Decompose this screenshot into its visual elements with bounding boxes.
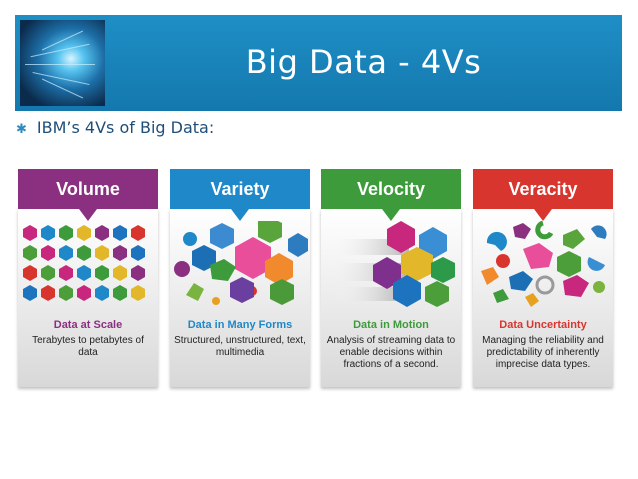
card-variety: Variety Data in Many Forms Structured, u… <box>170 169 310 387</box>
card-veracity: Veracity Data Uncertainty Managing the r… <box>473 169 613 387</box>
page-title: Big Data - 4Vs <box>245 43 482 81</box>
card-subtitle: Data Uncertainty <box>499 319 587 331</box>
card-notch <box>382 209 400 221</box>
data-tunnel-image <box>20 20 105 106</box>
card-title: Volume <box>18 169 158 209</box>
card-title: Velocity <box>321 169 461 209</box>
card-title: Variety <box>170 169 310 209</box>
card-notch <box>231 209 249 221</box>
card-notch <box>79 209 97 221</box>
volume-cubes-icon <box>23 225 145 301</box>
card-description: Terabytes to petabytes of data <box>32 335 144 358</box>
card-velocity: Velocity Data in Motion Analysis of stre… <box>321 169 461 387</box>
bullet-item: ✱ IBM’s 4Vs of Big Data: <box>16 118 214 137</box>
veracity-broken-shapes-icon <box>481 221 607 307</box>
asterisk-bullet-icon: ✱ <box>16 122 27 137</box>
card-subtitle: Data in Motion <box>353 319 429 331</box>
card-description: Structured, unstructured, text, multimed… <box>174 335 306 358</box>
card-volume: Volume Data at Scale Terabytes to petaby… <box>18 169 158 387</box>
card-subtitle: Data in Many Forms <box>187 319 293 331</box>
velocity-cubes-icon <box>325 221 455 307</box>
variety-shapes-icon <box>174 221 308 305</box>
card-description: Analysis of streaming data to enable dec… <box>326 335 456 370</box>
card-description: Managing the reliability and predictabil… <box>482 335 604 370</box>
bullet-text: IBM’s 4Vs of Big Data: <box>36 118 215 137</box>
title-banner: Big Data - 4Vs <box>15 15 622 111</box>
card-notch <box>534 209 552 221</box>
card-subtitle: Data at Scale <box>53 319 123 331</box>
card-title: Veracity <box>473 169 613 209</box>
